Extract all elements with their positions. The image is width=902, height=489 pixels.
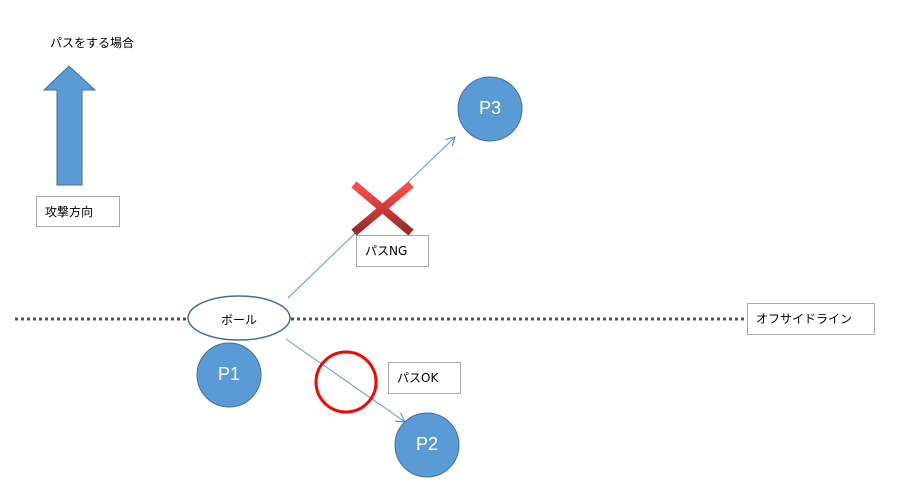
pass-ok-box: パスOK: [388, 362, 461, 394]
ball: [187, 295, 291, 341]
player-p2: [394, 412, 460, 478]
pass-ng-box: パスNG: [356, 235, 429, 267]
direction-label-box: 攻撃方向: [36, 196, 120, 227]
player-p3: [457, 76, 523, 142]
ok-circle-icon: [314, 350, 378, 414]
ng-cross-icon: [351, 181, 414, 236]
ball-label: ボール: [220, 313, 257, 327]
offside-label-box: オフサイドライン: [747, 303, 875, 335]
player-p1: [196, 342, 262, 408]
p3-label: P3: [478, 98, 502, 118]
diagram-title: パスをする場合: [50, 36, 135, 50]
attack-direction-arrow: [42, 65, 97, 186]
p1-label: P1: [217, 364, 241, 384]
pass-line-to-p2: [285, 338, 405, 422]
p2-label: P2: [415, 434, 439, 454]
